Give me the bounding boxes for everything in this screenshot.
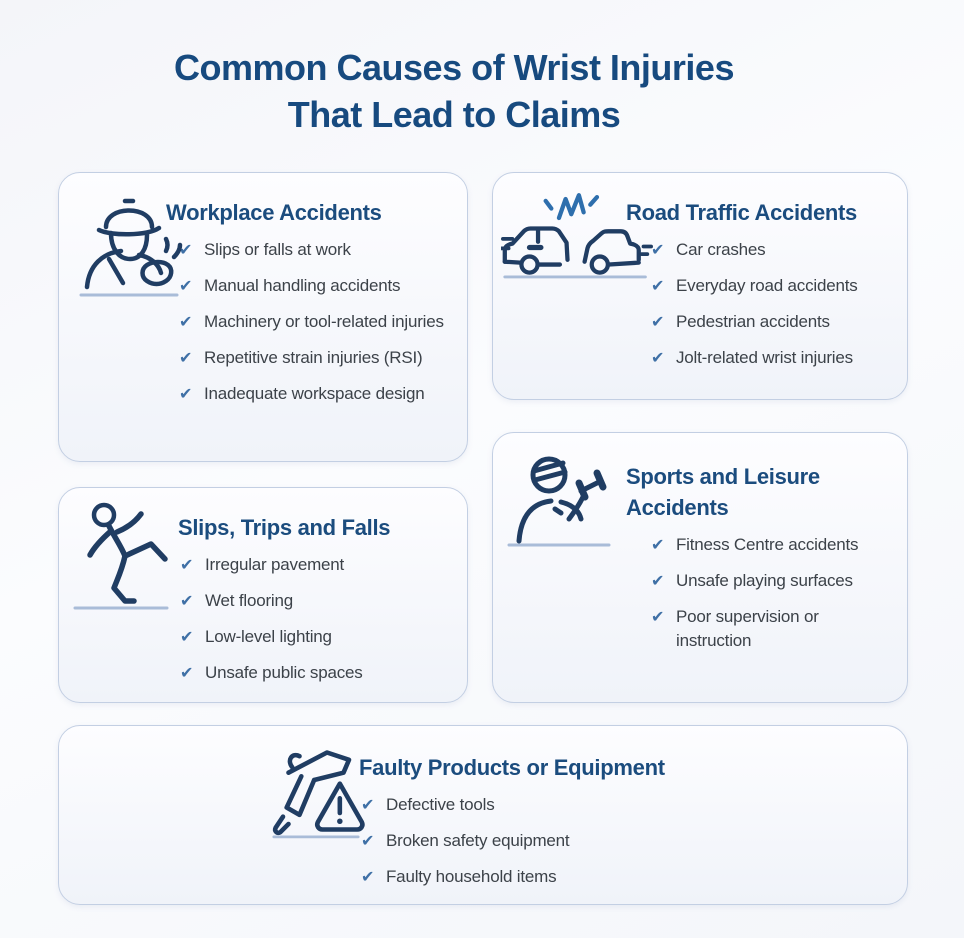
list-item: ✔ Low-level lighting (180, 625, 455, 649)
check-icon: ✔ (361, 867, 375, 886)
list-item: ✔ Irregular pavement (180, 553, 455, 577)
card-workplace-accidents: Workplace Accidents ✔ Slips or falls at w… (58, 172, 468, 462)
list-item-text: Inadequate workspace design (204, 384, 425, 403)
check-icon: ✔ (179, 276, 193, 295)
dumbbell-person-icon (503, 445, 619, 551)
check-icon: ✔ (651, 348, 665, 367)
list-item-text: Pedestrian accidents (676, 312, 830, 331)
list-item: ✔ Repetitive strain injuries (RSI) (179, 346, 454, 370)
check-icon: ✔ (180, 663, 194, 682)
list-item-text: Faulty household items (386, 867, 557, 886)
list-item-text: Repetitive strain injuries (RSI) (204, 348, 423, 367)
check-icon: ✔ (651, 571, 665, 590)
cause-list: ✔ Irregular pavement ✔ Wet flooring ✔ Low-l… (180, 553, 455, 685)
list-item-text: Car crashes (676, 240, 766, 259)
check-icon: ✔ (361, 831, 375, 850)
cause-list: ✔ Fitness Centre accidents ✔ Unsafe playin… (651, 533, 891, 653)
list-item-text: Broken safety equipment (386, 831, 570, 850)
list-item: ✔ Everyday road accidents (651, 274, 896, 298)
cause-list: ✔ Car crashes ✔ Everyday road accidents ✔ P… (651, 238, 896, 370)
check-icon: ✔ (180, 627, 194, 646)
list-item: ✔ Wet flooring (180, 589, 455, 613)
card-title: Road Traffic Accidents (626, 200, 857, 225)
card-faulty-products-equipment: Faulty Products or Equipment ✔ Defective … (58, 725, 908, 905)
page-title-line2: That Lead to Claims (287, 94, 621, 135)
list-item-text: Machinery or tool-related injuries (204, 312, 444, 331)
check-icon: ✔ (651, 276, 665, 295)
cause-list: ✔ Slips or falls at work ✔ Manual handling… (179, 238, 454, 406)
left-column: Workplace Accidents ✔ Slips or falls at w… (58, 172, 468, 703)
check-icon: ✔ (180, 555, 194, 574)
card-sports-leisure-accidents: Sports and Leisure Accidents ✔ Fitness Ce… (492, 432, 908, 703)
check-icon: ✔ (651, 240, 665, 259)
list-item: ✔ Poor supervision or instruction (651, 605, 891, 653)
card-title: Sports and Leisure Accidents (626, 464, 820, 520)
list-item-text: Defective tools (386, 795, 495, 814)
construction-worker-icon (73, 185, 185, 301)
list-item-text: Fitness Centre accidents (676, 535, 859, 554)
card-title: Workplace Accidents (166, 200, 382, 225)
list-item: ✔ Car crashes (651, 238, 896, 262)
list-item: ✔ Unsafe public spaces (180, 661, 455, 685)
list-item: ✔ Slips or falls at work (179, 238, 454, 262)
list-item-text: Irregular pavement (205, 555, 345, 574)
check-icon: ✔ (361, 795, 375, 814)
list-item: ✔ Manual handling accidents (179, 274, 454, 298)
list-item: ✔ Faulty household items (361, 865, 895, 889)
card-slips-trips-falls: Slips, Trips and Falls ✔ Irregular paveme… (58, 487, 468, 703)
falling-person-icon (67, 496, 183, 616)
list-item-text: Manual handling accidents (204, 276, 401, 295)
list-item-text: Unsafe playing surfaces (676, 571, 853, 590)
list-item-text: Unsafe public spaces (205, 663, 363, 682)
list-item: ✔ Broken safety equipment (361, 829, 895, 853)
list-item-text: Poor supervision or instruction (676, 607, 819, 650)
cards-grid: Workplace Accidents ✔ Slips or falls at w… (0, 172, 964, 703)
list-item-text: Slips or falls at work (204, 240, 351, 259)
check-icon: ✔ (651, 312, 665, 331)
list-item-text: Jolt-related wrist injuries (676, 348, 853, 367)
check-icon: ✔ (179, 384, 193, 403)
right-column: Road Traffic Accidents ✔ Car crashes ✔ Eve… (492, 172, 908, 703)
list-item: ✔ Machinery or tool-related injuries (179, 310, 454, 334)
list-item: ✔ Pedestrian accidents (651, 310, 896, 334)
list-item: ✔ Unsafe playing surfaces (651, 569, 891, 593)
page-title: Common Causes of Wrist Injuries That Lea… (0, 0, 964, 138)
list-item: ✔ Inadequate workspace design (179, 382, 454, 406)
check-icon: ✔ (179, 348, 193, 367)
check-icon: ✔ (651, 607, 665, 626)
car-crash-icon (499, 189, 653, 285)
check-icon: ✔ (179, 240, 193, 259)
check-icon: ✔ (179, 312, 193, 331)
cause-list: ✔ Defective tools ✔ Broken safety equipmen… (361, 793, 895, 889)
card-title: Slips, Trips and Falls (178, 515, 391, 540)
card-title: Faulty Products or Equipment (359, 755, 665, 780)
list-item: ✔ Fitness Centre accidents (651, 533, 891, 557)
list-item-text: Low-level lighting (205, 627, 332, 646)
page-title-line1: Common Causes of Wrist Injuries (174, 47, 734, 88)
list-item-text: Wet flooring (205, 591, 293, 610)
check-icon: ✔ (180, 591, 194, 610)
broken-tool-warning-icon (261, 740, 371, 842)
card-road-traffic-accidents: Road Traffic Accidents ✔ Car crashes ✔ Eve… (492, 172, 908, 400)
check-icon: ✔ (651, 535, 665, 554)
list-item-text: Everyday road accidents (676, 276, 858, 295)
list-item: ✔ Defective tools (361, 793, 895, 817)
list-item: ✔ Jolt-related wrist injuries (651, 346, 896, 370)
